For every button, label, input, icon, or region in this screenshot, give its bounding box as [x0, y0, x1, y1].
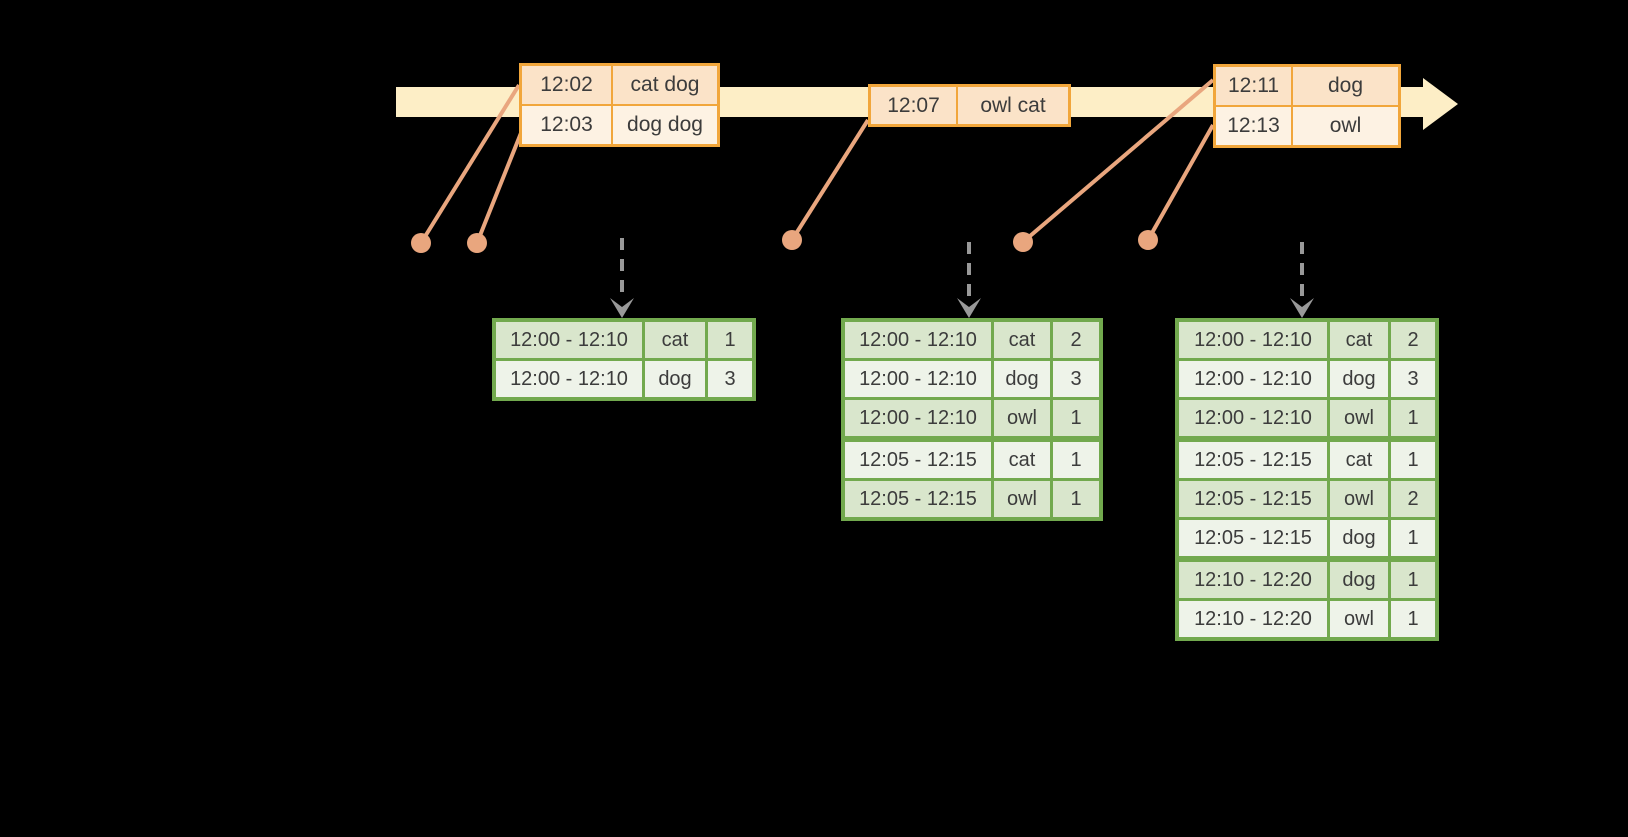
count-cell: 2	[1391, 481, 1435, 517]
window-cell: 12:00 - 12:10	[845, 361, 991, 397]
event-box-2: 12:07 owl cat	[868, 84, 1071, 127]
word-cell: owl	[1330, 601, 1388, 637]
event-time-cell: 12:13	[1216, 107, 1291, 145]
window-cell: 12:05 - 12:15	[845, 442, 991, 478]
event-box-1: 12:02 cat dog 12:03 dog dog	[519, 63, 720, 147]
word-cell: owl	[994, 481, 1050, 517]
window-cell: 12:05 - 12:15	[1179, 442, 1327, 478]
window-cell: 12:05 - 12:15	[845, 481, 991, 517]
event-dot-icon	[411, 233, 431, 253]
down-arrow-icon	[610, 298, 634, 318]
word-cell: dog	[1330, 562, 1388, 598]
connector-line	[419, 83, 521, 245]
window-cell: 12:00 - 12:10	[845, 400, 991, 436]
word-cell: dog	[645, 361, 705, 397]
event-words-cell: dog	[1293, 67, 1398, 105]
word-cell: dog	[994, 361, 1050, 397]
result-table-2: 12:00 - 12:10 cat 2 12:00 - 12:10 dog 3 …	[841, 318, 1103, 521]
event-dot-icon	[467, 233, 487, 253]
word-cell: cat	[645, 322, 705, 358]
window-cell: 12:00 - 12:10	[1179, 400, 1327, 436]
event-words-cell: owl	[1293, 107, 1398, 145]
window-cell: 12:05 - 12:15	[1179, 520, 1327, 556]
word-cell: cat	[1330, 322, 1388, 358]
timeline-arrowhead-icon	[1423, 78, 1458, 130]
count-cell: 1	[1053, 442, 1099, 478]
word-cell: dog	[1330, 361, 1388, 397]
event-time-cell: 12:11	[1216, 67, 1291, 105]
word-cell: owl	[994, 400, 1050, 436]
window-cell: 12:10 - 12:20	[1179, 562, 1327, 598]
count-cell: 1	[708, 322, 752, 358]
window-cell: 12:10 - 12:20	[1179, 601, 1327, 637]
count-cell: 2	[1053, 322, 1099, 358]
event-time-cell: 12:02	[522, 66, 611, 104]
window-cell: 12:00 - 12:10	[496, 322, 642, 358]
count-cell: 3	[708, 361, 752, 397]
down-arrow-icon	[1290, 298, 1314, 318]
connector-line	[475, 132, 523, 244]
window-cell: 12:05 - 12:15	[1179, 481, 1327, 517]
event-dot-icon	[1138, 230, 1158, 250]
window-cell: 12:00 - 12:10	[1179, 322, 1327, 358]
result-table-1: 12:00 - 12:10 cat 1 12:00 - 12:10 dog 3	[492, 318, 756, 401]
event-words-cell: owl cat	[958, 87, 1068, 124]
count-cell: 1	[1053, 481, 1099, 517]
count-cell: 2	[1391, 322, 1435, 358]
word-cell: owl	[1330, 400, 1388, 436]
event-dot-icon	[1013, 232, 1033, 252]
window-cell: 12:00 - 12:10	[1179, 361, 1327, 397]
count-cell: 1	[1391, 601, 1435, 637]
word-cell: cat	[1330, 442, 1388, 478]
connector-line	[790, 118, 870, 242]
word-cell: owl	[1330, 481, 1388, 517]
down-arrow-icon	[957, 298, 981, 318]
word-cell: cat	[994, 442, 1050, 478]
event-time-cell: 12:07	[871, 87, 956, 124]
connector-line	[1146, 124, 1215, 241]
count-cell: 1	[1391, 520, 1435, 556]
count-cell: 1	[1053, 400, 1099, 436]
count-cell: 3	[1053, 361, 1099, 397]
word-cell: cat	[994, 322, 1050, 358]
event-box-3: 12:11 dog 12:13 owl	[1213, 64, 1401, 148]
event-time-cell: 12:03	[522, 106, 611, 144]
connector-line	[1021, 78, 1215, 244]
count-cell: 1	[1391, 400, 1435, 436]
count-cell: 1	[1391, 562, 1435, 598]
count-cell: 3	[1391, 361, 1435, 397]
result-table-3: 12:00 - 12:10 cat 2 12:00 - 12:10 dog 3 …	[1175, 318, 1439, 641]
event-words-cell: dog dog	[613, 106, 717, 144]
count-cell: 1	[1391, 442, 1435, 478]
event-dot-icon	[782, 230, 802, 250]
window-cell: 12:00 - 12:10	[845, 322, 991, 358]
window-cell: 12:00 - 12:10	[496, 361, 642, 397]
word-cell: dog	[1330, 520, 1388, 556]
event-words-cell: cat dog	[613, 66, 717, 104]
